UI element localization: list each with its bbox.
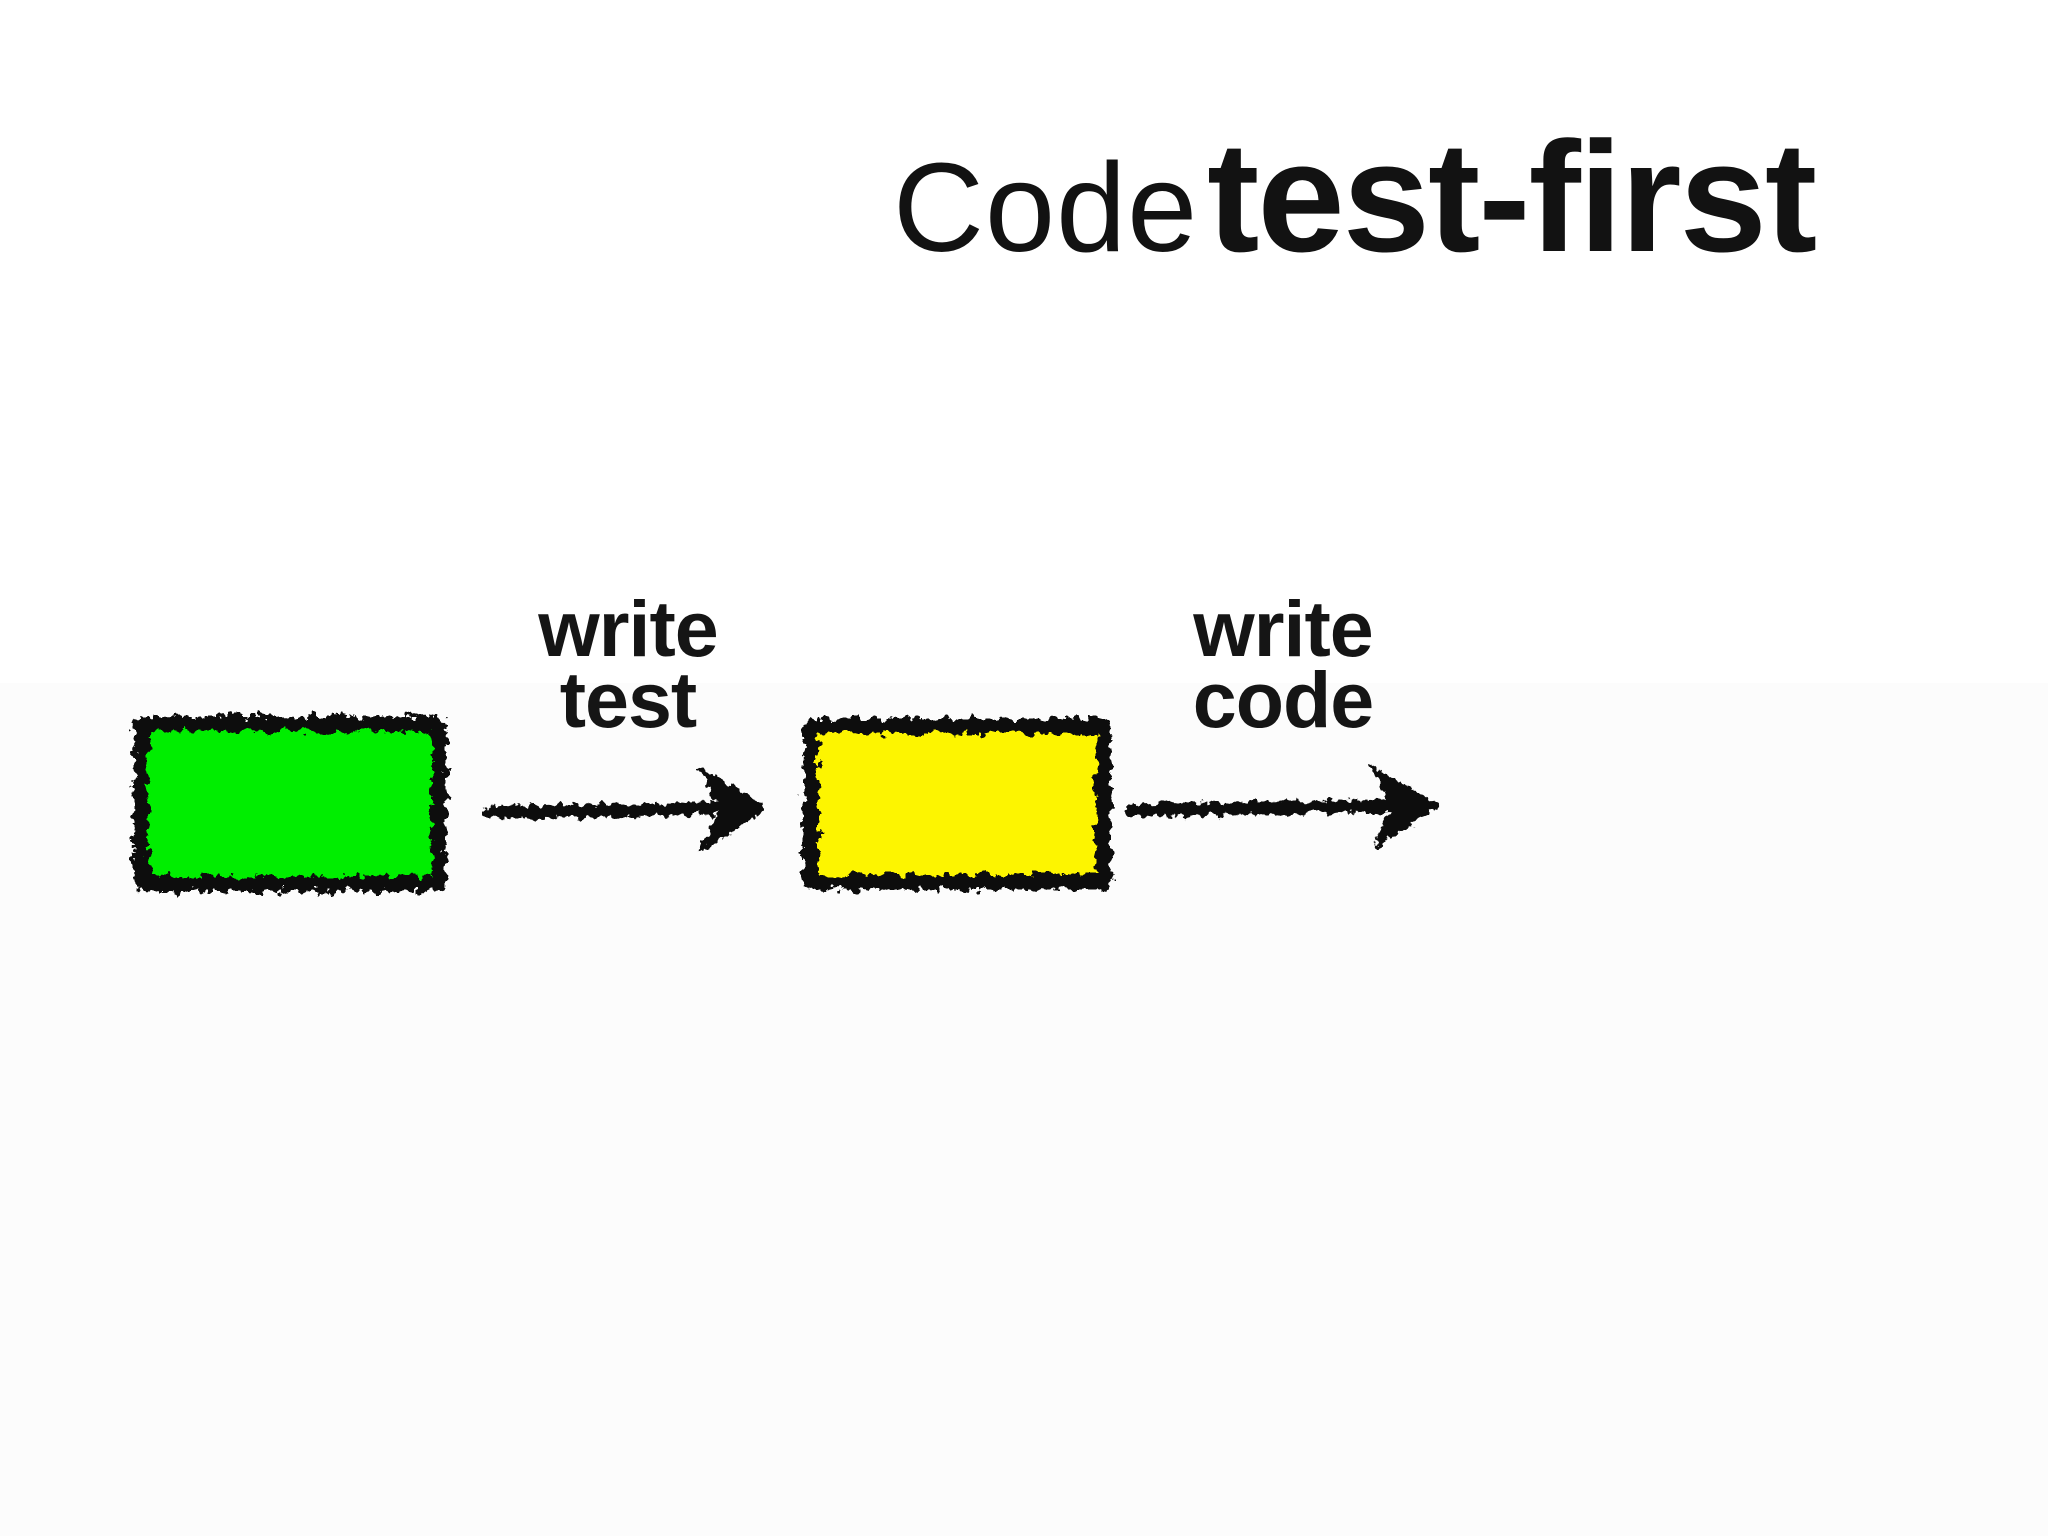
write-code-label-line2: code: [1192, 655, 1374, 744]
write-code-label: write code: [1123, 584, 1443, 744]
title-emphasis: test-first: [1207, 110, 1817, 285]
title-prefix: Code: [893, 137, 1199, 278]
green-box: [133, 716, 447, 892]
write-test-arrow: [481, 767, 766, 851]
write-test-label: write test: [468, 584, 788, 744]
write-test-label-line2: test: [559, 655, 698, 744]
write-test-label-line1: write: [538, 584, 718, 673]
write-code-label-line1: write: [1193, 584, 1373, 673]
write-code-arrow: [1126, 765, 1438, 849]
write-code-arrowhead: [1370, 765, 1438, 849]
yellow-box: [803, 718, 1112, 890]
write-test-arrowhead: [698, 767, 766, 851]
slide-title: Code test-first: [893, 119, 1817, 278]
